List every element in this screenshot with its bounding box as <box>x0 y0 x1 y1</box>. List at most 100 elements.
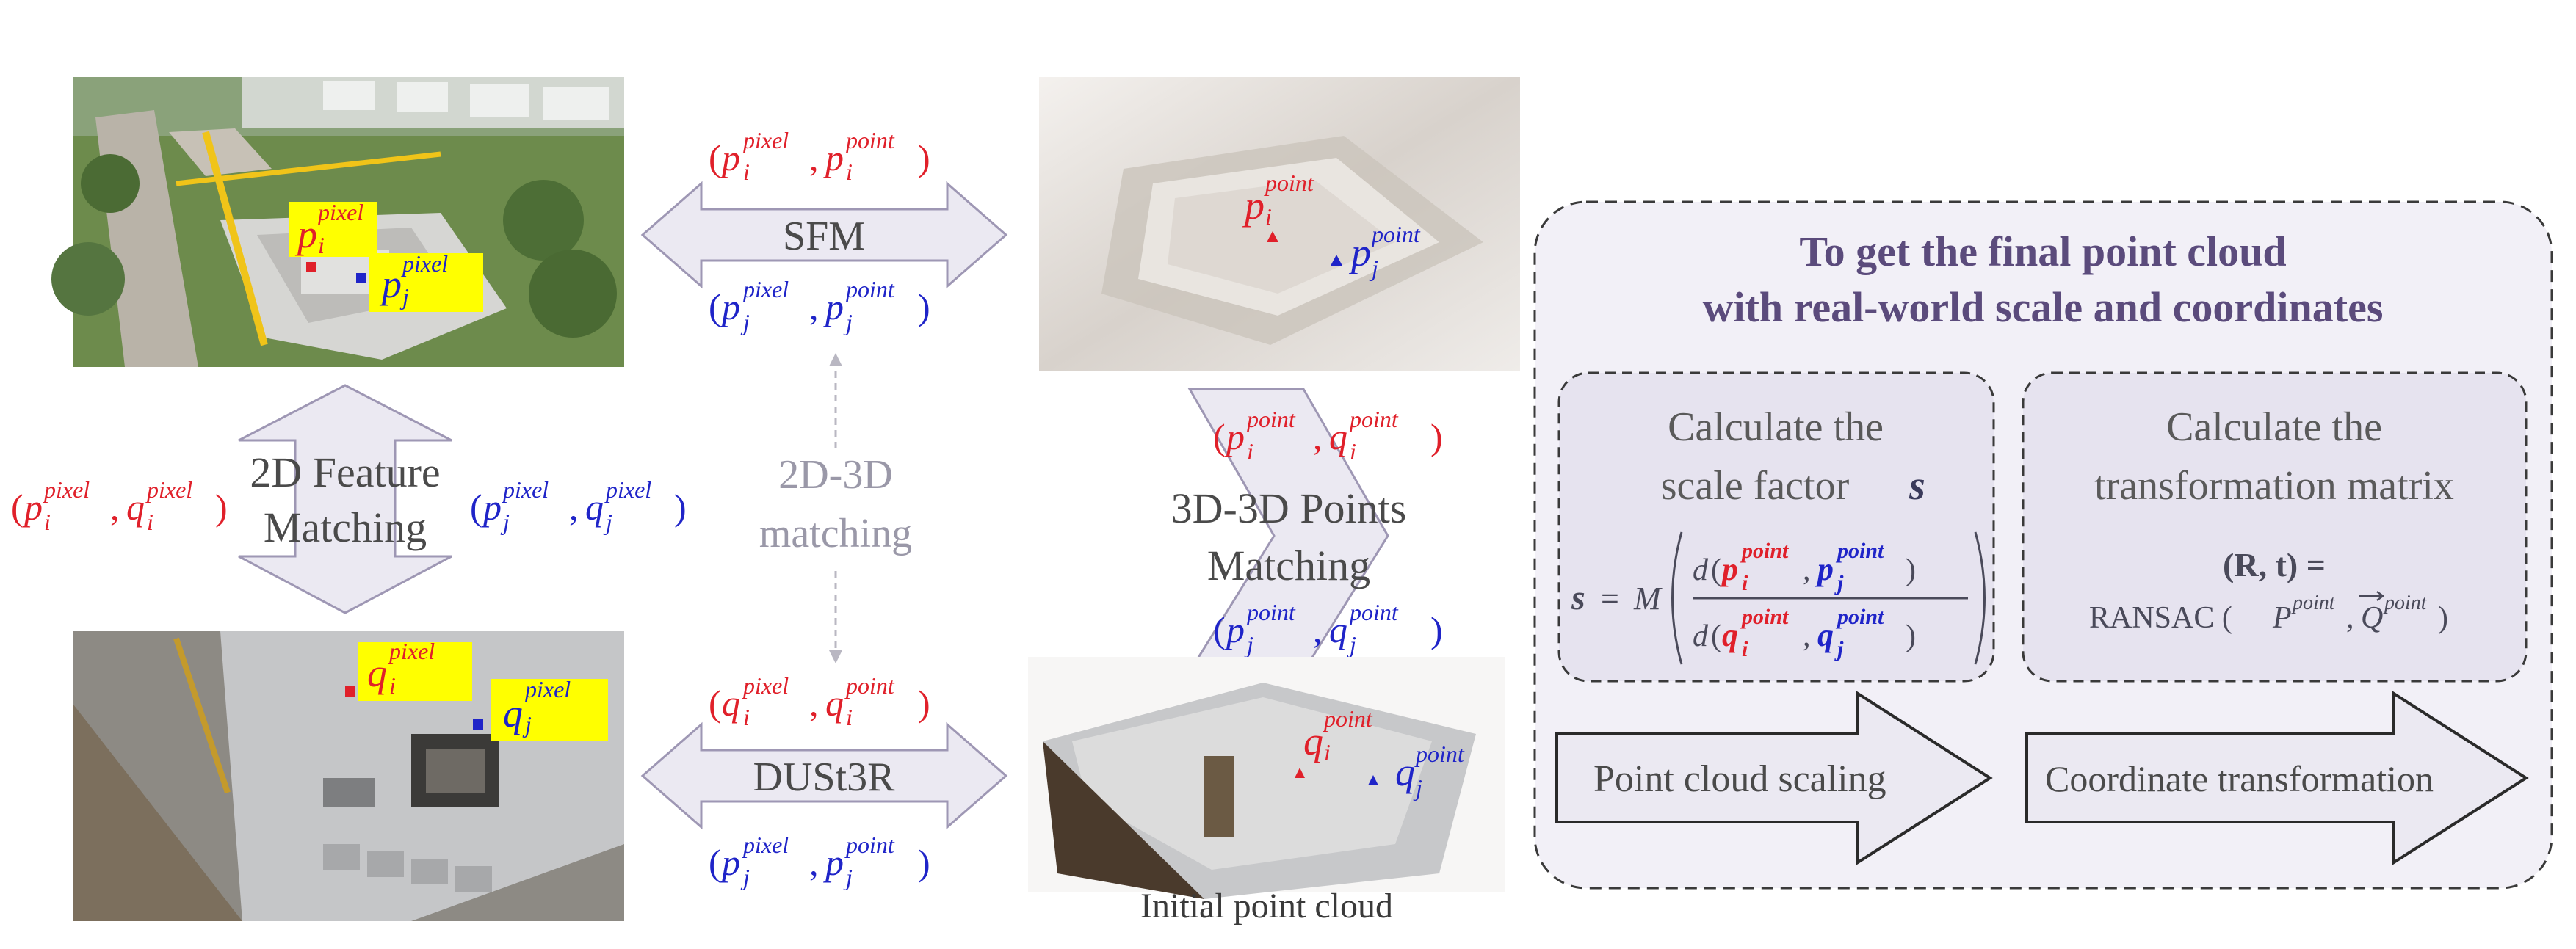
svg-text:q: q <box>825 683 844 724</box>
svg-text:p: p <box>720 842 740 883</box>
svg-text:pixel: pixel <box>742 276 789 302</box>
pair-feature-left: ( p pixel i , q pixel i ) <box>11 476 228 535</box>
step-arrow-scaling: Point cloud scaling <box>1555 691 1993 865</box>
svg-text:p: p <box>481 487 502 528</box>
sub-j: j <box>1413 774 1422 801</box>
svg-text:j: j <box>843 864 853 890</box>
svg-text:d: d <box>1693 553 1709 587</box>
svg-text:j: j <box>843 309 853 335</box>
svg-text:pixel: pixel <box>742 127 789 153</box>
svg-text:j: j <box>740 309 750 335</box>
pair-sfm-bottom: ( p pixel j , p point j ) <box>709 276 930 335</box>
svg-text:,: , <box>569 487 579 528</box>
pair-dust3r-bottom: ( p pixel j , p point j ) <box>709 832 930 890</box>
svg-text:j: j <box>1834 571 1844 595</box>
svg-text:q: q <box>1329 416 1347 457</box>
svg-text:): ) <box>1430 609 1443 650</box>
pair-dust3r-top: ( q pixel i , q point i ) <box>709 672 930 730</box>
pair-points-top: ( p point i , q point i ) <box>1213 406 1443 465</box>
label-box-q-i-pixel <box>358 642 472 701</box>
label-box-p-j-pixel-top <box>369 253 483 312</box>
svg-text:p: p <box>823 842 844 883</box>
marker-p-j <box>356 273 366 283</box>
transform-formula-lhs: (R, t) = <box>2223 546 2326 583</box>
svg-text:i: i <box>846 159 853 185</box>
init-label-q-j: q <box>1395 750 1415 794</box>
label-box-q-j-pixel <box>491 679 608 741</box>
svg-text:q: q <box>1817 617 1834 653</box>
sub-j: j <box>399 283 409 310</box>
matching-2d3d-line2: matching <box>759 511 912 556</box>
marker-cloud-p-j <box>1331 255 1342 266</box>
svg-text:point: point <box>1835 605 1885 629</box>
sup-pixel: pixel <box>524 676 571 702</box>
svg-text:): ) <box>918 286 930 327</box>
sup-point: point <box>1414 741 1465 767</box>
svg-text:j: j <box>1347 631 1356 658</box>
svg-text:pixel: pixel <box>742 672 789 699</box>
svg-text:q: q <box>1329 609 1347 650</box>
initial-point-cloud-caption: Initial point cloud <box>1140 887 1393 926</box>
sup-pixel: pixel <box>401 250 448 277</box>
aerial-photo-top: p pixel i p pixel j <box>51 77 624 367</box>
svg-text:point: point <box>2291 592 2336 614</box>
svg-text:q: q <box>585 487 604 528</box>
feature-matching-arrow: 2D Feature Matching <box>238 384 452 614</box>
pair-points-bottom: ( p point j , q point j ) <box>1213 599 1443 658</box>
svg-text:point: point <box>1245 599 1296 625</box>
svg-text:,: , <box>809 842 819 883</box>
svg-text:): ) <box>674 487 687 528</box>
svg-text:j: j <box>740 864 750 890</box>
svg-text:point: point <box>1740 539 1790 563</box>
svg-text:point: point <box>1245 406 1296 432</box>
svg-text:j: j <box>1244 631 1253 658</box>
panel-title-line1: To get the final point cloud <box>1799 228 2286 275</box>
svg-text:): ) <box>918 683 930 724</box>
dust3r-arrow: DUSt3R <box>640 721 1008 830</box>
marker-init-q-i <box>1295 768 1305 778</box>
svg-text:i: i <box>1350 438 1356 465</box>
sup-pixel: pixel <box>388 638 435 664</box>
svg-text:p: p <box>1815 551 1834 587</box>
dust3r-label: DUSt3R <box>753 755 896 800</box>
svg-text:point: point <box>1835 539 1885 563</box>
svg-text:(: ( <box>1711 553 1721 587</box>
svg-text:i: i <box>1742 637 1748 661</box>
svg-text:P: P <box>2272 601 2292 635</box>
svg-text:,: , <box>1803 619 1811 653</box>
svg-text:(: ( <box>11 487 23 528</box>
svg-text:(: ( <box>709 286 721 327</box>
svg-text:p: p <box>823 286 844 327</box>
sfm-label: SFM <box>783 214 865 259</box>
svg-text:): ) <box>918 137 930 178</box>
formula-s: s <box>1571 578 1585 617</box>
label-p-j: p <box>379 262 402 306</box>
svg-text:,: , <box>1313 416 1323 457</box>
marker-init-q-j <box>1368 775 1378 785</box>
svg-text:i: i <box>846 704 853 730</box>
feature-matching-line1: 2D Feature <box>250 448 440 496</box>
svg-text:d: d <box>1693 619 1709 653</box>
svg-text:(: ( <box>1213 416 1226 457</box>
svg-text:point: point <box>844 672 895 699</box>
svg-text:pixel: pixel <box>604 476 651 503</box>
svg-text:point: point <box>1348 406 1399 432</box>
sup-pixel: pixel <box>316 199 363 225</box>
points-matching-line1: 3D-3D Points <box>1171 484 1407 532</box>
scale-line2: scale factor <box>1661 463 1850 509</box>
svg-text:point: point <box>844 276 895 302</box>
svg-text:,: , <box>809 286 819 327</box>
aerial-photo-bottom: q pixel i q pixel j <box>73 631 624 921</box>
svg-text:i: i <box>743 159 750 185</box>
sub-i: i <box>1324 739 1331 766</box>
label-box-p-i-pixel-top <box>289 202 377 257</box>
svg-text:pixel: pixel <box>502 476 549 503</box>
marker-q-i <box>345 686 355 697</box>
pair-sfm-top: ( p pixel i , p point i ) <box>709 127 930 185</box>
marker-p-i <box>306 262 316 272</box>
init-label-q-i: q <box>1303 719 1323 763</box>
label-q-j: q <box>503 691 523 735</box>
sub-i: i <box>318 232 325 258</box>
sup-point: point <box>1370 221 1421 247</box>
svg-text:p: p <box>823 137 844 178</box>
